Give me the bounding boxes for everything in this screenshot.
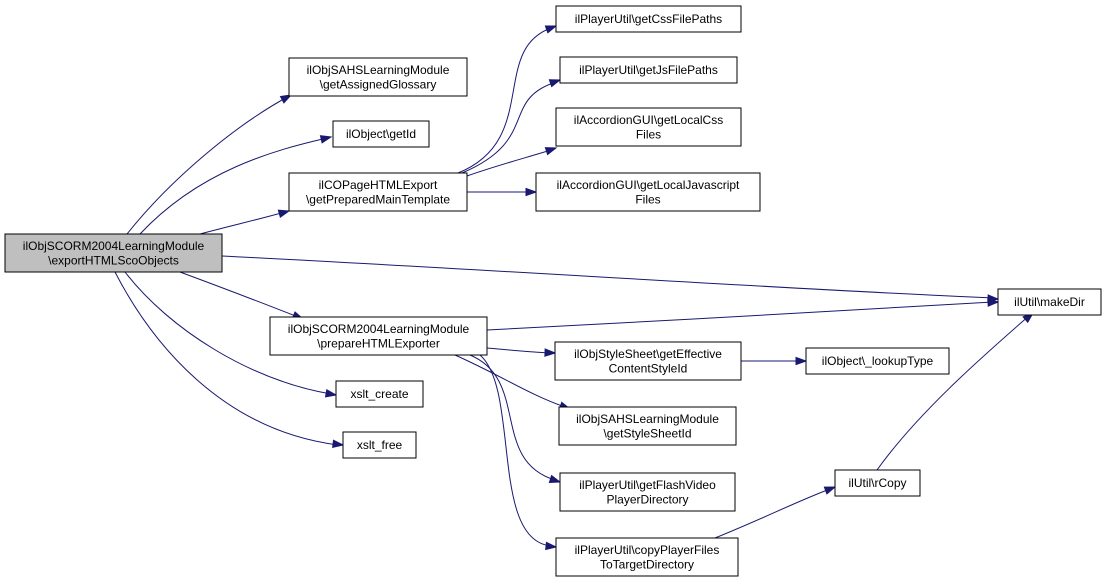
arrowhead-lookupType bbox=[795, 356, 808, 366]
node-label-root-line-1: \exportHTMLScoObjects bbox=[48, 253, 179, 267]
arrowhead-getFlashVideoPlayerDirectory bbox=[548, 474, 562, 483]
arrowhead-getJsFilePaths bbox=[548, 79, 562, 88]
arrowhead-getLocalJavascriptFiles bbox=[525, 187, 538, 197]
node-box-getFlashVideoPlayerDirectory bbox=[559, 472, 736, 512]
node-getJsFilePaths[interactable]: ilPlayerUtil\getJsFilePaths bbox=[559, 56, 738, 84]
node-box-getPreparedMainTemplate bbox=[288, 172, 468, 212]
node-label-root-line-0: ilObjSCORM2004LearningModule bbox=[23, 239, 205, 253]
node-getPreparedMainTemplate[interactable]: ilCOPageHTMLExport\getPreparedMainTempla… bbox=[288, 172, 468, 212]
node-label-getLocalCssFiles-line-1: Files bbox=[636, 127, 661, 141]
node-label-getAssignedGlossary-line-0: ilObjSAHSLearningModule bbox=[307, 63, 450, 77]
edge-root-to-getAssignedGlossary bbox=[126, 94, 292, 235]
node-box-getAssignedGlossary bbox=[288, 57, 468, 97]
node-label-getStyleSheetId-line-0: ilObjSAHSLearningModule bbox=[576, 412, 719, 426]
edge-root-to-prepareHTMLExporter bbox=[179, 271, 299, 318]
arrowhead-getPreparedMainTemplate bbox=[277, 209, 291, 218]
node-xsltFree[interactable]: xslt_free bbox=[342, 431, 417, 459]
node-getFlashVideoPlayerDirectory[interactable]: ilPlayerUtil\getFlashVideoPlayerDirector… bbox=[559, 472, 736, 512]
node-getStyleSheetId[interactable]: ilObjSAHSLearningModule\getStyleSheetId bbox=[558, 406, 737, 446]
edge-prepareHTMLExporter-to-getFlashVideoPlayerDirectory bbox=[469, 354, 556, 481]
node-label-getFlashVideoPlayerDirectory-line-0: ilPlayerUtil\getFlashVideo bbox=[579, 478, 716, 492]
node-label-getAssignedGlossary-line-1: \getAssignedGlossary bbox=[320, 77, 437, 91]
node-box-getEffectiveContentStyleId bbox=[554, 341, 742, 381]
node-label-prepareHTMLExporter-line-0: ilObjSCORM2004LearningModule bbox=[288, 322, 470, 336]
node-label-getLocalJavascriptFiles-line-1: Files bbox=[635, 192, 660, 206]
node-label-getEffectiveContentStyleId-line-0: ilObjStyleSheet\getEffective bbox=[574, 347, 722, 361]
node-label-getFlashVideoPlayerDirectory-line-1: PlayerDirectory bbox=[606, 492, 688, 506]
arrowhead-getId bbox=[319, 135, 333, 144]
edge-prepareHTMLExporter-to-copyPlayerFilesToTargetDirectory bbox=[479, 354, 552, 547]
node-box-getStyleSheetId bbox=[558, 406, 737, 446]
node-getAssignedGlossary[interactable]: ilObjSAHSLearningModule\getAssignedGloss… bbox=[288, 57, 468, 97]
node-getId[interactable]: ilObject\getId bbox=[332, 120, 430, 148]
edge-root-to-xsltFree bbox=[114, 271, 339, 446]
node-label-prepareHTMLExporter-line-1: \prepareHTMLExporter bbox=[317, 336, 440, 350]
node-label-xsltCreate-line-0: xslt_create bbox=[350, 387, 408, 401]
arrowhead-getEffectiveContentStyleId bbox=[544, 348, 557, 357]
node-box-root bbox=[4, 233, 223, 273]
node-label-lookupType-line-0: ilObject\_lookupType bbox=[822, 354, 934, 368]
node-rCopy[interactable]: ilUtil\rCopy bbox=[834, 469, 921, 497]
edge-prepareHTMLExporter-to-makeDir bbox=[486, 301, 994, 331]
call-graph-nodes: ilObjSCORM2004LearningModule\exportHTMLS… bbox=[4, 5, 1102, 577]
node-box-copyPlayerFilesToTargetDirectory bbox=[555, 537, 739, 577]
arrowhead-xsltFree bbox=[332, 439, 345, 449]
call-graph-edges bbox=[114, 25, 1035, 551]
node-label-makeDir-line-0: ilUtil\makeDir bbox=[1014, 295, 1085, 309]
node-box-xsltCreate bbox=[335, 380, 424, 408]
node-label-getEffectiveContentStyleId-line-1: ContentStyleId bbox=[609, 361, 688, 375]
edge-prepareHTMLExporter-to-getStyleSheetId bbox=[454, 354, 566, 408]
node-label-getLocalJavascriptFiles-line-0: ilAccordionGUI\getLocalJavascript bbox=[557, 178, 740, 192]
node-label-getCssFilePaths-line-0: ilPlayerUtil\getCssFilePaths bbox=[575, 12, 722, 26]
node-box-rCopy bbox=[834, 469, 921, 497]
edge-root-to-xsltCreate bbox=[124, 271, 332, 395]
node-xsltCreate[interactable]: xslt_create bbox=[335, 380, 424, 408]
edge-rCopy-to-makeDir bbox=[876, 314, 1031, 471]
node-box-getLocalJavascriptFiles bbox=[535, 172, 761, 212]
node-label-copyPlayerFilesToTargetDirectory-line-0: ilPlayerUtil\copyPlayerFiles bbox=[575, 543, 720, 557]
edge-prepareHTMLExporter-to-getEffectiveContentStyleId bbox=[486, 347, 551, 354]
edge-root-to-getPreparedMainTemplate bbox=[199, 211, 286, 235]
node-box-xsltFree bbox=[342, 431, 417, 459]
node-box-lookupType bbox=[805, 347, 950, 375]
arrowhead-getLocalCssFiles bbox=[544, 147, 558, 156]
node-label-rCopy-line-0: ilUtil\rCopy bbox=[848, 476, 906, 490]
node-label-getJsFilePaths-line-0: ilPlayerUtil\getJsFilePaths bbox=[579, 63, 718, 77]
node-root[interactable]: ilObjSCORM2004LearningModule\exportHTMLS… bbox=[4, 233, 223, 273]
node-label-getLocalCssFiles-line-0: ilAccordionGUI\getLocalCss bbox=[574, 113, 723, 127]
node-box-getCssFilePaths bbox=[555, 5, 742, 33]
node-prepareHTMLExporter[interactable]: ilObjSCORM2004LearningModule\prepareHTML… bbox=[269, 316, 488, 356]
arrowhead-copyPlayerFilesToTargetDirectory bbox=[545, 541, 558, 551]
edge-copyPlayerFilesToTargetDirectory-to-rCopy bbox=[714, 488, 831, 539]
node-copyPlayerFilesToTargetDirectory[interactable]: ilPlayerUtil\copyPlayerFilesToTargetDire… bbox=[555, 537, 739, 577]
arrowhead-rCopy bbox=[823, 486, 837, 495]
node-label-getPreparedMainTemplate-line-0: ilCOPageHTMLExport bbox=[319, 178, 438, 192]
node-box-getJsFilePaths bbox=[559, 56, 738, 84]
edge-root-to-getId bbox=[139, 137, 328, 235]
edge-root-to-makeDir bbox=[221, 255, 994, 299]
node-makeDir[interactable]: ilUtil\makeDir bbox=[997, 288, 1102, 316]
node-label-getPreparedMainTemplate-line-1: \getPreparedMainTemplate bbox=[306, 192, 450, 206]
node-box-makeDir bbox=[997, 288, 1102, 316]
node-getEffectiveContentStyleId[interactable]: ilObjStyleSheet\getEffectiveContentStyle… bbox=[554, 341, 742, 381]
node-lookupType[interactable]: ilObject\_lookupType bbox=[805, 347, 950, 375]
arrowhead-xsltCreate bbox=[324, 388, 338, 398]
arrowhead-makeDir bbox=[987, 298, 1000, 307]
node-box-getLocalCssFiles bbox=[555, 107, 742, 147]
arrowhead-getCssFilePaths bbox=[544, 25, 558, 34]
edge-getPreparedMainTemplate-to-getLocalCssFiles bbox=[466, 149, 552, 177]
node-label-getId-line-0: ilObject\getId bbox=[346, 127, 416, 141]
node-box-prepareHTMLExporter bbox=[269, 316, 488, 356]
node-box-getId bbox=[332, 120, 430, 148]
node-label-xsltFree-line-0: xslt_free bbox=[357, 438, 403, 452]
edge-getPreparedMainTemplate-to-getCssFilePaths bbox=[457, 27, 552, 174]
arrowhead-getAssignedGlossary bbox=[279, 94, 293, 104]
node-getCssFilePaths[interactable]: ilPlayerUtil\getCssFilePaths bbox=[555, 5, 742, 33]
edge-getPreparedMainTemplate-to-getJsFilePaths bbox=[461, 81, 557, 174]
node-label-copyPlayerFilesToTargetDirectory-line-1: ToTargetDirectory bbox=[600, 557, 694, 571]
node-label-getStyleSheetId-line-1: \getStyleSheetId bbox=[603, 426, 691, 440]
